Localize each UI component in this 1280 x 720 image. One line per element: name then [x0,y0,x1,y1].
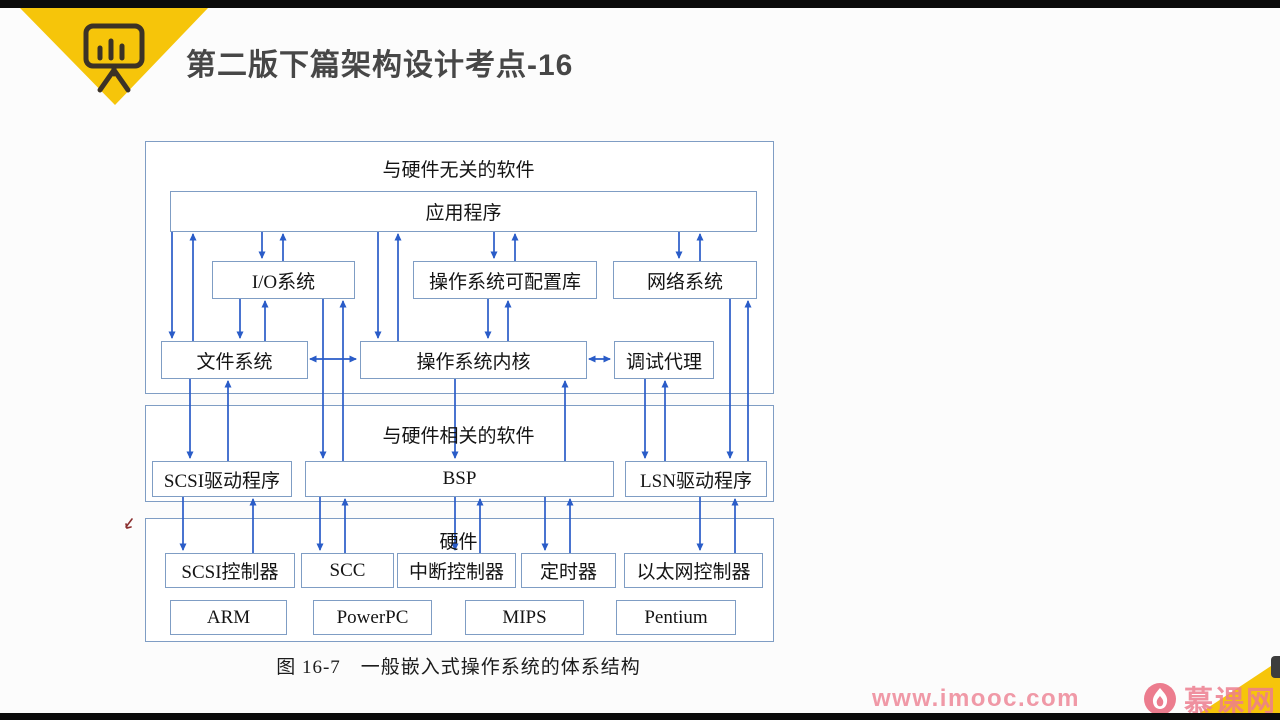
figure-caption: 图 16-7 一般嵌入式操作系统的体系结构 [276,657,641,678]
box-timer: 定时器 [521,553,616,588]
box-bsp: BSP [305,461,614,497]
arrow-lines [168,230,752,553]
right-edge-chip [1271,656,1280,678]
yellow-triangle [20,8,208,105]
header-pennant [18,8,210,113]
box-scsi-controller: SCSI控制器 [165,553,295,588]
section-label-hw-independent: 与硬件无关的软件 [382,160,535,181]
imooc-brand: 慕课网 [1142,678,1277,720]
presentation-board-icon [83,23,145,93]
box-arm: ARM [170,600,287,635]
red-annotation-mark [120,516,140,541]
box-network-system: 网络系统 [613,261,757,299]
box-lsn-driver: LSN驱动程序 [625,461,767,497]
box-os-kernel: 操作系统内核 [360,341,587,379]
box-file-system: 文件系统 [161,341,308,379]
section-label-hardware: 硬件 [439,532,478,553]
box-scc: SCC [301,553,394,588]
box-powerpc: PowerPC [313,600,432,635]
imooc-url: www.imooc.com [872,685,1080,712]
box-ethernet-controller: 以太网控制器 [624,553,763,588]
top-black-bar [0,0,1280,8]
flame-circle-icon [1144,683,1176,715]
box-mips: MIPS [465,600,584,635]
box-io-system: I/O系统 [212,261,355,299]
box-pentium: Pentium [616,600,736,635]
box-scsi-driver: SCSI驱动程序 [152,461,292,497]
box-os-config-lib: 操作系统可配置库 [413,261,597,299]
bottom-black-bar [0,713,1280,720]
box-application: 应用程序 [170,191,757,232]
section-label-hw-related: 与硬件相关的软件 [382,426,535,447]
imooc-brand-text: 慕课网 [1184,686,1278,718]
box-interrupt-controller: 中断控制器 [397,553,516,588]
page-title: 第二版下篇架构设计考点-16 [186,49,574,82]
corner-yellow-triangle [1196,658,1280,718]
box-debug-agent: 调试代理 [614,341,714,379]
